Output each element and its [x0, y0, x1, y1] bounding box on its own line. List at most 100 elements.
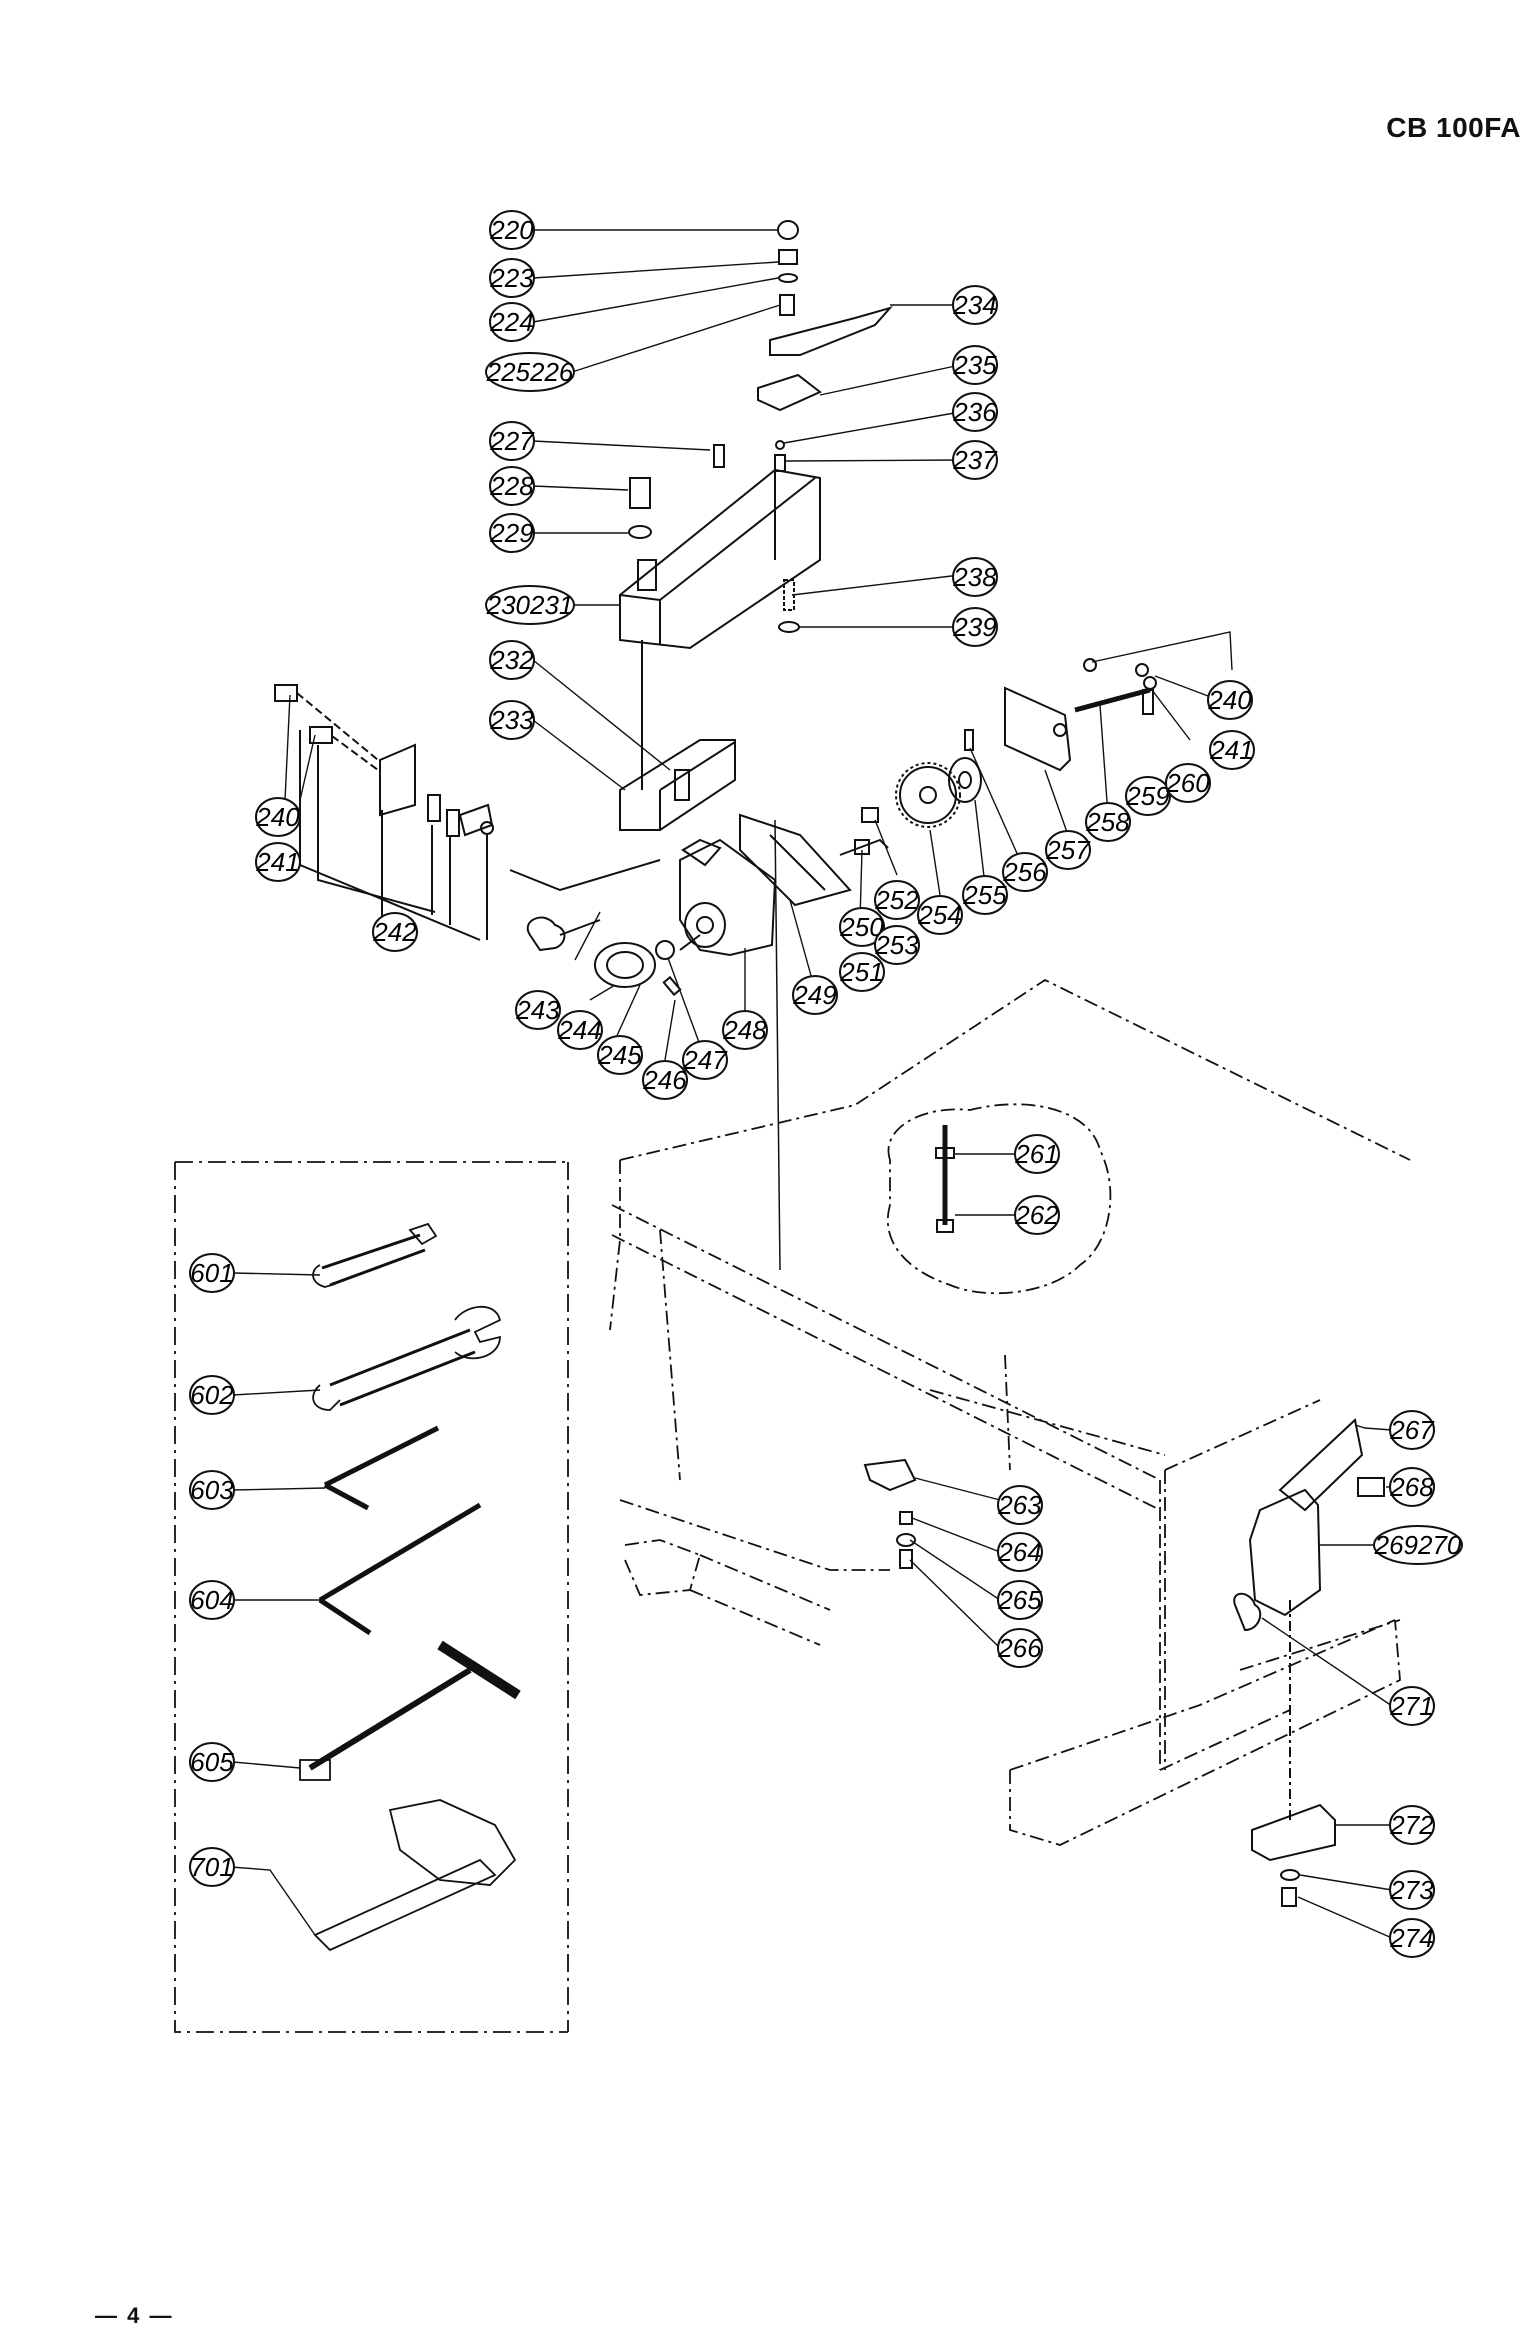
callout-circle: [952, 392, 998, 432]
callout-circle: [485, 352, 575, 392]
callout-circle: [1085, 802, 1131, 842]
detail-bubble: [886, 1103, 1112, 1295]
callout-235: 235: [952, 345, 998, 385]
callout-circle: [489, 258, 535, 298]
callout-label: 701: [190, 1852, 233, 1882]
callout-603: 603: [189, 1470, 235, 1510]
callout-circle: [874, 925, 920, 965]
callout-240b: 240: [255, 797, 301, 837]
callout-label: 251: [839, 957, 883, 987]
callout-circle: [489, 513, 535, 553]
callout-circle: [952, 345, 998, 385]
page-number: — 4 —: [95, 2303, 174, 2328]
callout-225226: 225226: [485, 352, 575, 392]
callout-267: 267: [1389, 1410, 1435, 1450]
callout-circle: [189, 1847, 235, 1887]
callout-263: 263: [997, 1485, 1043, 1525]
callout-241b: 241: [255, 842, 301, 882]
callout-272: 272: [1389, 1805, 1435, 1845]
callout-252: 252: [874, 880, 920, 920]
callout-245: 245: [597, 1035, 643, 1075]
callout-circle: [1389, 1467, 1435, 1507]
callout-254: 254: [917, 895, 963, 935]
callout-label: 237: [952, 445, 998, 475]
callout-246: 246: [642, 1060, 688, 1100]
callout-label: 253: [874, 930, 919, 960]
callout-220: 220: [489, 210, 535, 250]
callout-label: 247: [682, 1045, 728, 1075]
callout-label: 235: [952, 350, 997, 380]
callout-circle: [952, 285, 998, 325]
callout-label: 265: [997, 1585, 1042, 1615]
callout-label: 267: [1389, 1415, 1435, 1445]
callout-circle: [722, 1010, 768, 1050]
callout-circle: [1014, 1195, 1060, 1235]
callout-268: 268: [1389, 1467, 1435, 1507]
callout-circle: [489, 700, 535, 740]
callout-circle: [489, 210, 535, 250]
callout-244: 244: [557, 1010, 603, 1050]
callout-circle: [917, 895, 963, 935]
callout-251: 251: [839, 952, 885, 992]
callout-260: 260: [1165, 763, 1211, 803]
callout-261: 261: [1014, 1134, 1060, 1174]
callout-circle: [189, 1375, 235, 1415]
callout-label: 248: [722, 1015, 767, 1045]
callout-circle: [839, 952, 885, 992]
table-outline: [609, 978, 1411, 1846]
callout-circle: [189, 1742, 235, 1782]
callout-label: 261: [1014, 1139, 1058, 1169]
callout-circle: [485, 585, 575, 625]
callout-circle: [1002, 852, 1048, 892]
callout-label: 602: [190, 1380, 234, 1410]
callout-262: 262: [1014, 1195, 1060, 1235]
callout-label: 241: [255, 847, 299, 877]
callout-label: 268: [1389, 1472, 1434, 1502]
callout-label: 255: [962, 880, 1007, 910]
tools-box: [174, 1161, 569, 2033]
callout-273: 273: [1389, 1870, 1435, 1910]
callout-label: 257: [1045, 835, 1091, 865]
callout-label: 252: [874, 885, 919, 915]
callout-label: 224: [489, 307, 533, 337]
callout-229: 229: [489, 513, 535, 553]
callout-circle: [952, 557, 998, 597]
callout-label: 272: [1389, 1810, 1434, 1840]
callout-circle: [372, 912, 418, 952]
callout-circle: [792, 975, 838, 1015]
callout-circle: [952, 607, 998, 647]
callout-242: 242: [372, 912, 418, 952]
callout-label: 269270: [1374, 1530, 1462, 1560]
callout-241a: 241: [1209, 730, 1255, 770]
callout-label: 230231: [486, 590, 574, 620]
callout-circle: [1209, 730, 1255, 770]
callout-label: 241: [1209, 735, 1253, 765]
callout-circle: [489, 421, 535, 461]
callout-circle: [1389, 1918, 1435, 1958]
callout-602: 602: [189, 1375, 235, 1415]
callout-264: 264: [997, 1532, 1043, 1572]
callout-240a: 240: [1207, 680, 1253, 720]
motor-housing: [679, 838, 777, 957]
callout-circle: [874, 880, 920, 920]
callout-circle: [1373, 1525, 1463, 1565]
callout-label: 244: [557, 1015, 601, 1045]
callout-circle: [1389, 1686, 1435, 1726]
callout-circle: [952, 440, 998, 480]
callout-label: 258: [1085, 807, 1130, 837]
callout-label: 266: [997, 1633, 1042, 1663]
callout-266: 266: [997, 1628, 1043, 1668]
callout-224: 224: [489, 302, 535, 342]
callout-256: 256: [1002, 852, 1048, 892]
callout-circle: [642, 1060, 688, 1100]
callout-230231: 230231: [485, 585, 575, 625]
callout-605: 605: [189, 1742, 235, 1782]
callout-243: 243: [515, 990, 561, 1030]
callout-271: 271: [1389, 1686, 1435, 1726]
callout-circle: [597, 1035, 643, 1075]
callout-circle: [997, 1580, 1043, 1620]
callout-223: 223: [489, 258, 535, 298]
callout-circle: [1389, 1410, 1435, 1450]
callout-circle: [997, 1532, 1043, 1572]
callout-circle: [839, 907, 885, 947]
